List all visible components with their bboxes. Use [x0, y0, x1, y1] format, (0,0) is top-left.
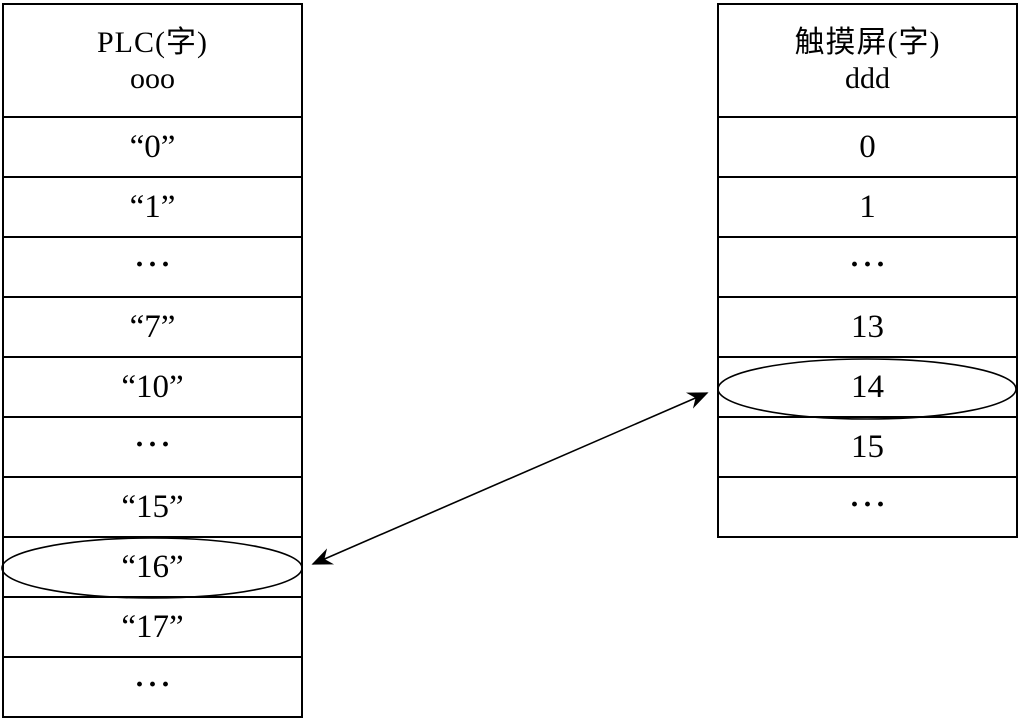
plc-row-15: “15” — [4, 478, 301, 538]
cell-value: 13 — [851, 308, 884, 345]
touchscreen-table-subtitle: ddd — [845, 61, 890, 95]
plc-row-ellipsis-2: ··· — [4, 418, 301, 478]
cell-value: “0” — [129, 128, 176, 165]
touchscreen-row-ellipsis-2: ··· — [719, 478, 1016, 536]
cell-value: “17” — [121, 608, 184, 645]
cell-value: ··· — [134, 248, 174, 281]
cell-value: “10” — [121, 368, 184, 405]
plc-row-ellipsis-1: ··· — [4, 238, 301, 298]
cell-value: “15” — [121, 488, 184, 525]
touchscreen-row-13: 13 — [719, 298, 1016, 358]
plc-table: PLC(字) ooo “0” “1” ··· “7” “10” ··· “15”… — [2, 3, 303, 718]
cell-value: “7” — [129, 308, 176, 345]
touchscreen-table-title: 触摸屏(字) — [794, 25, 941, 59]
plc-row-7: “7” — [4, 298, 301, 358]
cell-value: ··· — [849, 488, 889, 521]
plc-row-10: “10” — [4, 358, 301, 418]
mapping-arrow — [311, 392, 709, 565]
touchscreen-row-15: 15 — [719, 418, 1016, 478]
plc-row-1: “1” — [4, 178, 301, 238]
plc-table-header: PLC(字) ooo — [4, 5, 301, 118]
cell-value: 15 — [851, 428, 884, 465]
plc-table-title: PLC(字) — [97, 25, 208, 59]
touchscreen-row-ellipsis-1: ··· — [719, 238, 1016, 298]
touchscreen-table: 触摸屏(字) ddd 0 1 ··· 13 14 15 ··· — [717, 3, 1018, 538]
plc-row-0: “0” — [4, 118, 301, 178]
touchscreen-row-0: 0 — [719, 118, 1016, 178]
plc-row-ellipsis-3: ··· — [4, 658, 301, 716]
cell-value: “1” — [129, 188, 176, 225]
cell-value: ··· — [134, 668, 174, 701]
cell-value: 14 — [851, 368, 884, 405]
plc-table-subtitle: ooo — [130, 61, 175, 95]
cell-value: ··· — [134, 428, 174, 461]
plc-row-17: “17” — [4, 598, 301, 658]
touchscreen-row-14-circled: 14 — [719, 358, 1016, 418]
plc-row-16-circled: “16” — [4, 538, 301, 598]
touchscreen-table-header: 触摸屏(字) ddd — [719, 5, 1016, 118]
cell-value: 1 — [859, 188, 876, 225]
cell-value: “16” — [121, 548, 184, 585]
touchscreen-row-1: 1 — [719, 178, 1016, 238]
cell-value: 0 — [859, 128, 876, 165]
cell-value: ··· — [849, 248, 889, 281]
